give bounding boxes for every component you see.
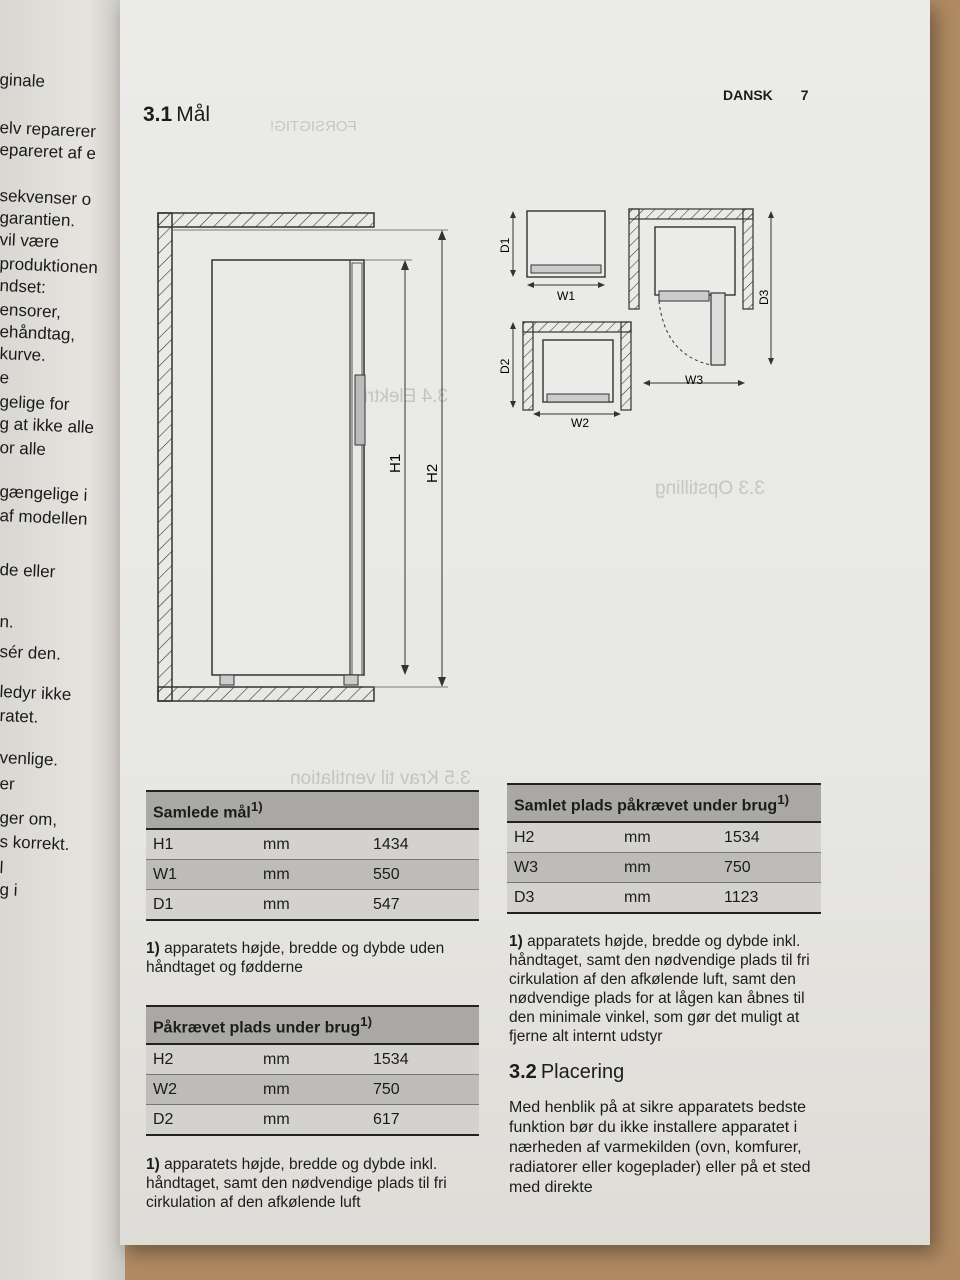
- left-page-text-line: g at ikke alle: [0, 414, 95, 438]
- h1-label: H1: [387, 454, 404, 473]
- left-page-text-line: gængelige i: [0, 482, 88, 505]
- left-page-text-line: venlige.: [0, 748, 59, 770]
- left-page-text-line: ratet.: [0, 706, 39, 727]
- bleed-through-text: 3.5 Krav til ventilation: [290, 768, 471, 789]
- appliance-top-outline: [654, 226, 736, 296]
- d2-label: D2: [498, 358, 512, 374]
- left-page-text-line: ledyr ikke: [0, 682, 72, 705]
- left-page-text-line: af modellen: [0, 506, 88, 529]
- w1-label: W1: [557, 289, 575, 303]
- left-page-text-line: g i: [0, 880, 18, 900]
- footnote: 1) apparatets højde, bredde og dybde ink…: [509, 933, 810, 1045]
- left-page-text-line: elv reparerer: [0, 118, 97, 142]
- door-handle: [354, 374, 366, 446]
- footnote: 1) apparatets højde, bredde og dybde ink…: [146, 1156, 447, 1211]
- placement-paragraph: Med henblik på at sikre apparatets bedst…: [509, 1099, 811, 1196]
- bleed-through-text: FORSIGTIG!: [270, 118, 357, 135]
- floor-hatch: [157, 686, 375, 702]
- table-header: Påkrævet plads under brug1): [146, 1004, 479, 1046]
- d1-label: D1: [498, 237, 512, 253]
- top-view-diagram-1: D1 W1: [498, 210, 606, 303]
- left-page-text-line: sekvenser o: [0, 186, 92, 209]
- left-page-text-line: ensorer,: [0, 300, 62, 322]
- left-page-text-line: ndset:: [0, 276, 47, 298]
- left-page-text-line: epareret af e: [0, 140, 97, 164]
- table-header: Samlede mål1): [146, 789, 479, 831]
- open-door: [710, 292, 726, 366]
- footnote: 1) apparatets højde, bredde og dybde ude…: [146, 940, 445, 976]
- left-page-text-line: er: [0, 774, 16, 794]
- left-page-text-line: sér den.: [0, 642, 62, 664]
- front-view-diagram: H1 H2: [157, 212, 448, 702]
- w3-label: W3: [685, 373, 703, 387]
- top-view-diagram-3: D3 W3: [628, 208, 774, 387]
- page-header: DANSK 7: [723, 87, 809, 103]
- left-page-text-line: e: [0, 368, 10, 388]
- left-page-text-line: s korrekt.: [0, 832, 70, 855]
- left-page-text-line: de eller: [0, 560, 56, 582]
- subsection-number: 3.2: [509, 1061, 537, 1083]
- wall-top-hatch: [157, 212, 375, 228]
- left-page-text-line: n.: [0, 612, 15, 632]
- left-page-text-line: ginale: [0, 70, 46, 91]
- door-swing-arc: [658, 300, 712, 366]
- top-view-diagram-2: D2 W2: [498, 321, 632, 430]
- appliance-top-outline: [542, 339, 614, 403]
- left-page-text-line: kurve.: [0, 344, 47, 366]
- subsection-title-text: Placering: [540, 1061, 625, 1083]
- left-page-text-line: l: [0, 858, 4, 878]
- left-page-text-line: or alle: [0, 438, 47, 460]
- section-title-text: Mål: [176, 103, 211, 126]
- section-number: 3.1: [143, 103, 173, 126]
- appliance-body: [211, 259, 365, 676]
- left-page-text-line: ehåndtag,: [0, 322, 76, 345]
- table-header: Samlet plads påkrævet under brug1): [507, 782, 821, 824]
- wall-left-hatch: [157, 212, 173, 702]
- bleed-through-text: 3.3 Opstilling: [655, 478, 765, 499]
- left-page-text-line: garantien.: [0, 208, 76, 231]
- w2-label: W2: [571, 416, 589, 430]
- h2-label: H2: [424, 464, 441, 483]
- page-number: 7: [800, 87, 809, 103]
- left-page-text-line: gelige for: [0, 392, 70, 415]
- left-page-text-line: ger om,: [0, 808, 58, 830]
- d3-label: D3: [757, 289, 771, 305]
- left-page-text-line: produktionen: [0, 254, 99, 278]
- language-label: DANSK: [723, 87, 773, 103]
- left-page-text-line: vil være: [0, 230, 60, 252]
